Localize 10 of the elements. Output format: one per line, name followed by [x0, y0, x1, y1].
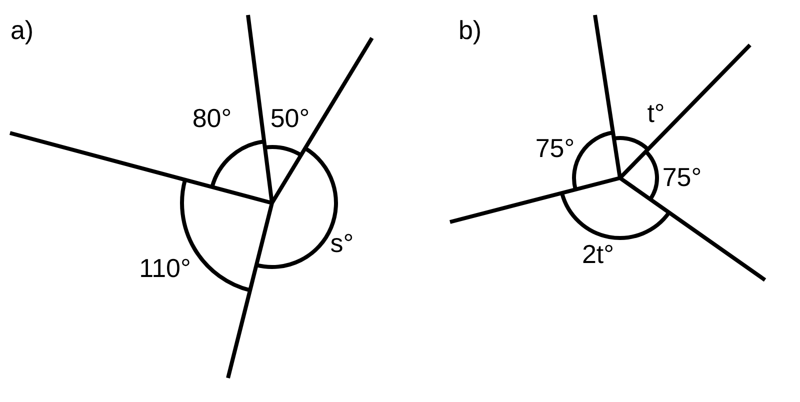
angle-label: 50° — [270, 105, 310, 131]
angle-label: 2t° — [582, 241, 614, 267]
angle-label: 75° — [535, 135, 575, 161]
panel-label: b) — [458, 17, 482, 43]
angle-label: 75° — [662, 164, 702, 190]
panel-label: a) — [10, 17, 34, 43]
angle-label: 80° — [192, 105, 232, 131]
angle-label: t° — [647, 100, 665, 126]
angle-label: s° — [330, 230, 354, 256]
angle-label: 110° — [139, 255, 191, 281]
